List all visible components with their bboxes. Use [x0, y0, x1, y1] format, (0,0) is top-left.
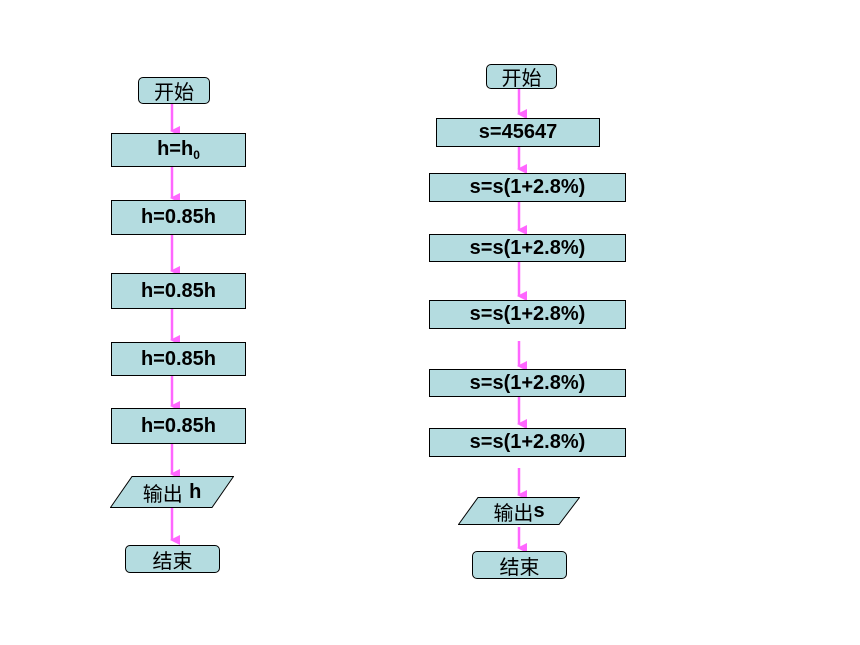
right-step-box-4: s=s(1+2.8%)	[429, 369, 626, 397]
right-init-box: s=45647	[436, 118, 600, 147]
right-start-terminal: 开始	[486, 64, 557, 90]
right-step-box-5: s=s(1+2.8%)	[429, 428, 626, 457]
right-init-label: s=45647	[478, 121, 558, 143]
left-end-label: 结束	[152, 548, 193, 573]
left-step-label-2: h=0.85h	[140, 279, 217, 302]
left-step-box-1: h=0.85h	[111, 200, 246, 235]
right-step-label-1: s=s(1+2.8%)	[469, 176, 586, 198]
right-start-label: 开始	[501, 66, 542, 90]
right-step-box-2: s=s(1+2.8%)	[429, 234, 626, 262]
left-step-label-4: h=0.85h	[140, 414, 217, 437]
left-output-parallelogram: 输出 h	[110, 476, 234, 508]
left-step-label-3: h=0.85h	[140, 347, 217, 370]
right-step-label-3: s=s(1+2.8%)	[469, 303, 586, 325]
left-start-label: 开始	[154, 80, 194, 104]
right-end-terminal: 结束	[472, 551, 567, 579]
right-end-label: 结束	[499, 554, 540, 579]
left-output-text: 输出	[142, 481, 183, 506]
left-end-terminal: 结束	[125, 545, 220, 573]
left-step-box-2: h=0.85h	[111, 273, 246, 309]
left-step-label-1: h=0.85h	[140, 206, 217, 228]
left-start-terminal: 开始	[138, 77, 210, 104]
right-step-label-5: s=s(1+2.8%)	[469, 431, 586, 453]
left-init-label: h=h0	[157, 138, 200, 162]
left-init-base: h=h	[157, 138, 194, 160]
left-output-label: 输出 h	[110, 476, 234, 508]
left-step-box-4: h=0.85h	[111, 408, 246, 444]
right-output-text: 输出	[493, 500, 534, 525]
right-step-box-1: s=s(1+2.8%)	[429, 173, 626, 202]
left-init-box: h=h0	[111, 133, 246, 167]
right-step-box-3: s=s(1+2.8%)	[429, 300, 626, 329]
right-output-var: s	[533, 499, 545, 522]
right-step-label-4: s=s(1+2.8%)	[469, 371, 586, 394]
left-output-var: h	[189, 480, 202, 503]
left-step-box-3: h=0.85h	[111, 342, 246, 376]
left-init-subscript: 0	[193, 148, 200, 162]
right-step-label-2: s=s(1+2.8%)	[469, 236, 586, 259]
